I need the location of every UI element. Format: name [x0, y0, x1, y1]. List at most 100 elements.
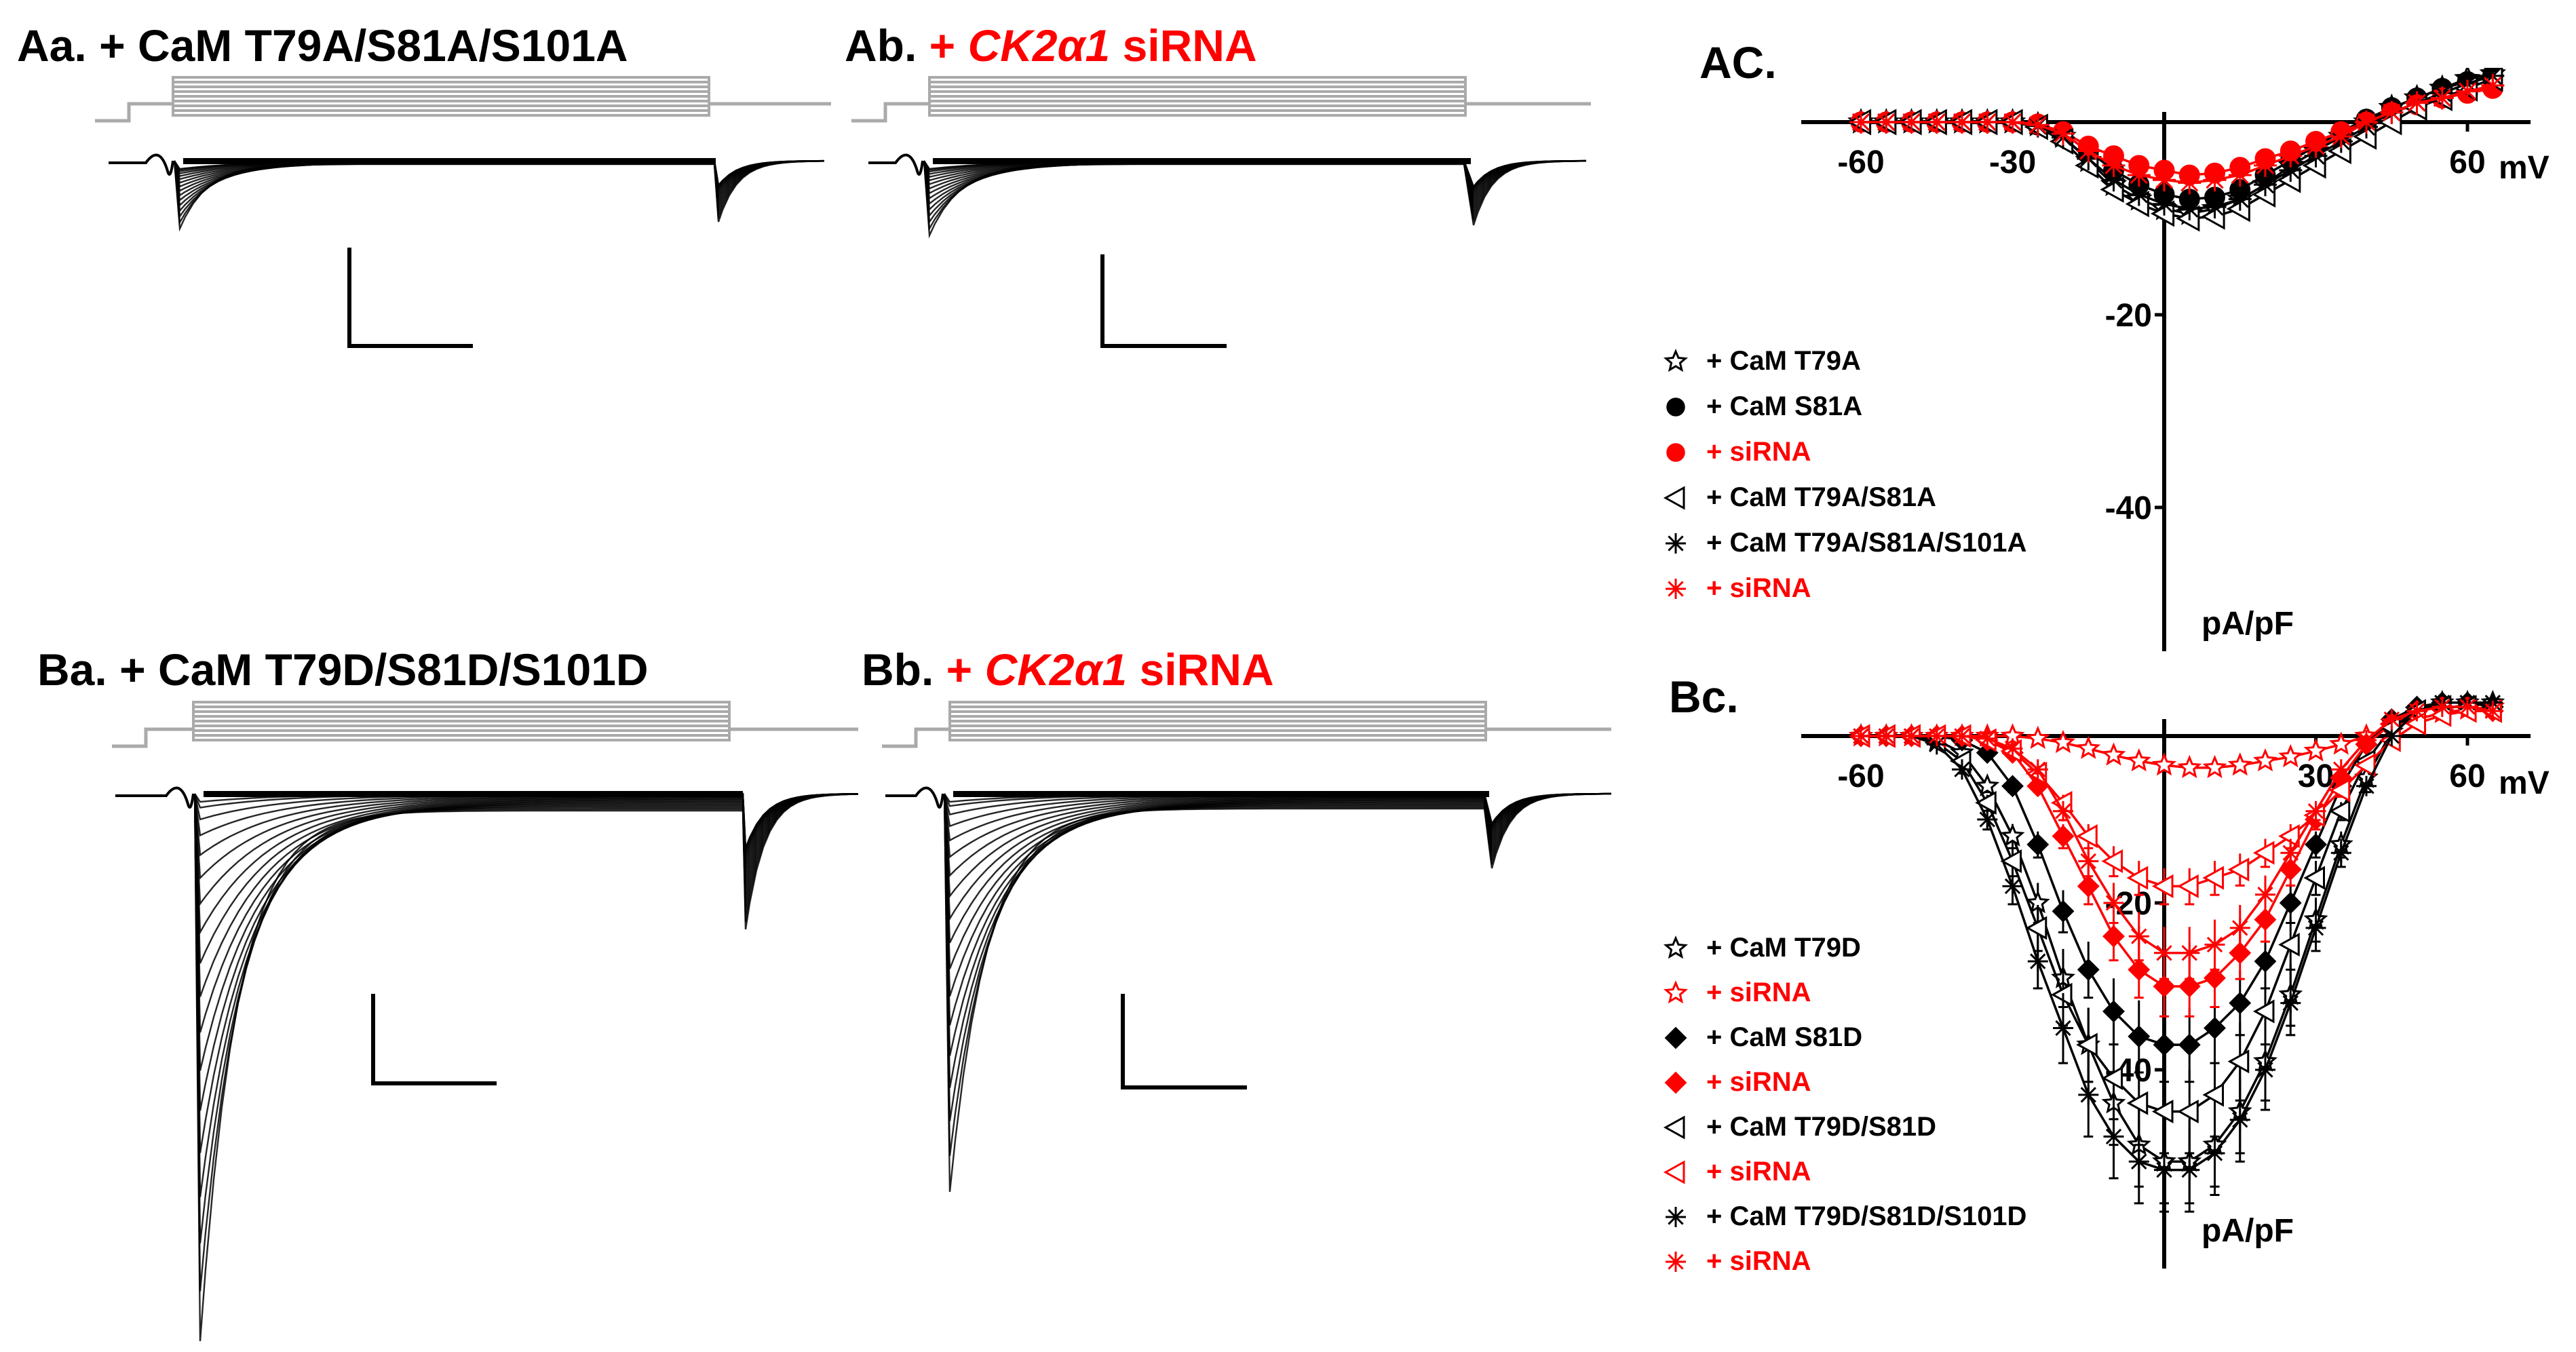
- marker-asterisk: [1666, 1252, 1686, 1272]
- marker-diamond: [2102, 925, 2125, 948]
- marker-asterisk: [2381, 709, 2402, 730]
- marker-asterisk: [2153, 168, 2176, 192]
- marker-asterisk: [2204, 1143, 2225, 1163]
- marker-diamond: [2077, 874, 2100, 897]
- series: [1848, 699, 2502, 906]
- current-traces-bb: [885, 786, 1612, 1193]
- current-trace: [943, 793, 1611, 1056]
- x-tick-label: -60: [1837, 758, 1884, 794]
- marker-asterisk: [2103, 1126, 2124, 1147]
- marker-triangle: [2177, 874, 2199, 898]
- scale-bar-bb: [1121, 994, 1247, 1089]
- marker-triangle: [2202, 866, 2224, 890]
- x-tick-label: 60: [2449, 144, 2485, 180]
- protocol-step: [192, 715, 731, 729]
- marker-diamond: [1664, 1026, 1687, 1049]
- legend-label: + siRNA: [1706, 978, 1811, 1007]
- current-trace: [193, 793, 859, 880]
- current-trace: [923, 160, 1587, 239]
- x-tick-label: -60: [1837, 144, 1884, 180]
- protocol-step: [928, 104, 1467, 117]
- marker-triangle: [2126, 1091, 2149, 1115]
- marker-asterisk: [2027, 951, 2048, 972]
- x-tick-label: 30: [2298, 758, 2334, 794]
- marker-diamond: [2305, 833, 2327, 856]
- series: [1849, 74, 2505, 195]
- current-trace: [193, 793, 859, 1071]
- series-line: [1861, 75, 2493, 210]
- marker-circle: [1666, 443, 1685, 462]
- marker-asterisk: [2481, 74, 2505, 97]
- marker-asterisk: [1925, 111, 1948, 134]
- marker-asterisk: [2330, 759, 2351, 780]
- series-line: [1861, 701, 2493, 1046]
- series-group-bc: [1848, 689, 2505, 1213]
- marker-triangle: [2227, 1049, 2250, 1074]
- marker-asterisk: [2204, 934, 2225, 955]
- current-trace: [943, 793, 1611, 1088]
- marker-asterisk: [2329, 125, 2353, 149]
- y-axis-unit-ac: pA/pF: [2202, 606, 2294, 642]
- legend-label: + CaM S81A: [1706, 391, 1862, 421]
- marker-diamond: [2254, 908, 2277, 931]
- scale-bar-aa: [347, 248, 473, 348]
- marker-asterisk: [2280, 843, 2301, 864]
- marker-asterisk: [2127, 182, 2151, 206]
- marker-asterisk: [1901, 726, 1922, 746]
- marker-triangle: [2202, 1083, 2224, 1107]
- marker-triangle: [2227, 857, 2250, 882]
- marker-triangle: [2151, 874, 2174, 898]
- iv-plot-ac: -60 -30 60 -20 -40 mV pA/pF + CaM T79A+ …: [1663, 68, 2550, 651]
- marker-triangle: [2151, 1099, 2174, 1124]
- panel-ab-title: Ab. + CK2α1 siRNA: [845, 20, 1257, 71]
- marker-diamond: [2077, 958, 2100, 981]
- marker-asterisk: [2127, 163, 2151, 187]
- scale-bar-ba: [371, 994, 497, 1085]
- marker-asterisk: [2154, 942, 2174, 963]
- protocol-step: [928, 104, 1467, 107]
- marker-asterisk: [2330, 843, 2351, 864]
- marker-asterisk: [2078, 1084, 2099, 1105]
- current-trace: [193, 793, 859, 1292]
- legend-label: + CaM T79D/S81D: [1706, 1112, 1936, 1142]
- series: [1847, 68, 2507, 225]
- legend-label: + CaM T79A/S81A: [1706, 482, 1936, 512]
- marker-asterisk: [2304, 134, 2328, 158]
- series: [1849, 695, 2504, 1018]
- legend-label: + CaM T79A/S81A/S101A: [1706, 528, 2026, 558]
- protocol-step: [172, 104, 710, 107]
- trace-baseline-band: [183, 158, 716, 164]
- marker-triangle: [1663, 1160, 1685, 1184]
- marker-triangle: [2000, 849, 2022, 874]
- marker-asterisk: [2203, 195, 2227, 218]
- scale-bar-ab: [1100, 254, 1227, 348]
- marker-triangle: [2353, 753, 2376, 777]
- x-tick-label: -30: [1989, 144, 2036, 180]
- marker-asterisk: [2356, 775, 2377, 796]
- current-trace: [193, 793, 859, 1033]
- marker-asterisk: [2431, 697, 2453, 717]
- voltage-protocol-bb: [882, 701, 1611, 748]
- legend-item: + siRNA: [1666, 1246, 1811, 1276]
- x-axis-unit-ac: mV: [2499, 150, 2550, 186]
- marker-triangle: [2303, 866, 2325, 890]
- legend-label: + siRNA: [1706, 437, 1811, 467]
- series: [1851, 697, 2503, 980]
- series: [1848, 695, 2502, 1155]
- marker-triangle: [2252, 999, 2275, 1024]
- legend-label: + CaM T79A: [1706, 346, 1861, 376]
- marker-star: [1663, 935, 1689, 959]
- legend-label: + siRNA: [1706, 1067, 1811, 1097]
- legend-item: + siRNA: [1663, 1157, 1811, 1186]
- marker-asterisk: [2027, 759, 2048, 780]
- legend-label: + CaM T79D: [1706, 933, 1861, 963]
- marker-star: [2076, 735, 2101, 759]
- marker-star: [2227, 752, 2252, 776]
- legend-item: + CaM T79A: [1663, 346, 1861, 376]
- trace-prestep: [109, 153, 174, 176]
- legend-label: + CaM T79D/S81D/S101D: [1706, 1201, 2026, 1231]
- marker-asterisk: [2001, 111, 2024, 134]
- marker-star: [2328, 731, 2353, 755]
- marker-triangle: [2328, 778, 2351, 803]
- marker-asterisk: [2153, 192, 2176, 216]
